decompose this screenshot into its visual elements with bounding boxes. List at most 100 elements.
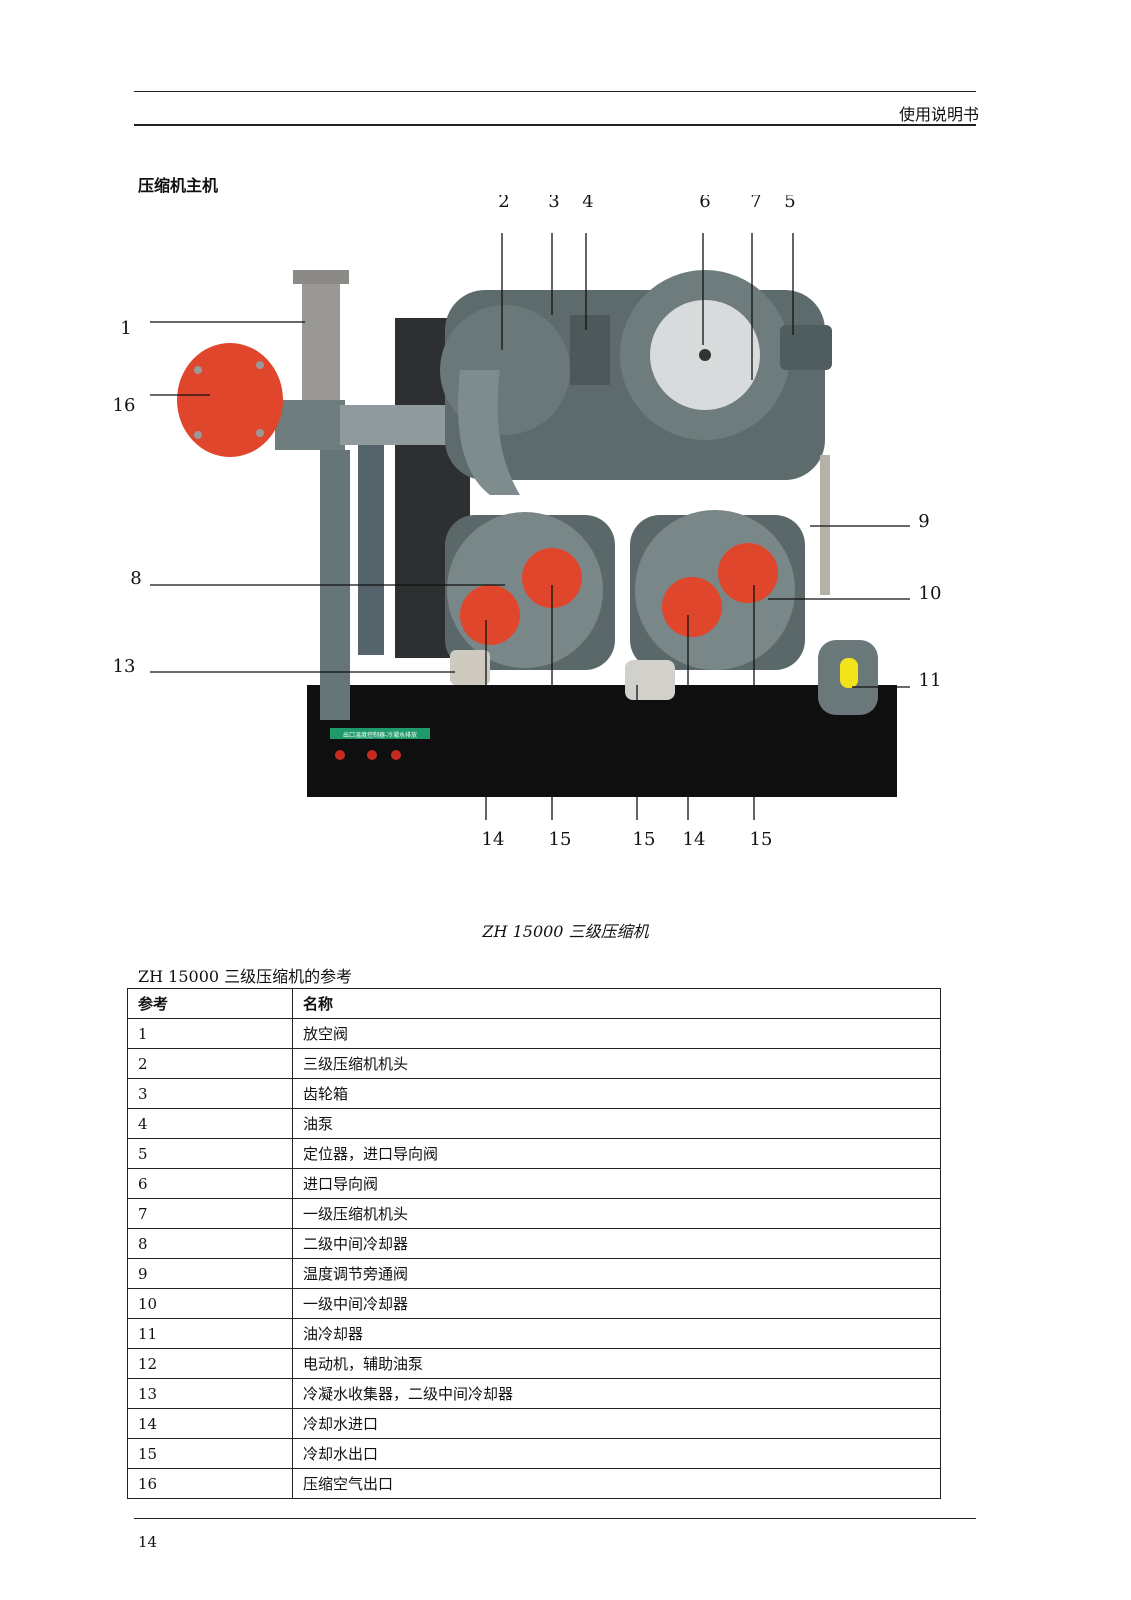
- name-cell: 冷却水进口: [292, 1408, 941, 1439]
- ref-cell: 7: [127, 1198, 293, 1229]
- bellows-pipe: [302, 284, 340, 404]
- callout-bottom: 15: [750, 829, 773, 850]
- header-rule-bottom: [134, 124, 976, 126]
- name-cell: 压缩空气出口: [292, 1468, 941, 1499]
- callout-bottom: 15: [549, 829, 572, 850]
- callout-bottom: 15: [633, 829, 656, 850]
- callout-top: 5: [784, 195, 795, 212]
- column-header-name: 名称: [292, 988, 941, 1019]
- top-flange: [293, 270, 349, 284]
- callout-left: 13: [113, 656, 136, 677]
- name-cell: 电动机，辅助油泵: [292, 1348, 941, 1379]
- ref-cell: 15: [127, 1438, 293, 1469]
- intercooler-cover: [460, 585, 520, 645]
- ref-cell: 13: [127, 1378, 293, 1409]
- panel-knob: [367, 750, 377, 760]
- ref-cell: 16: [127, 1468, 293, 1499]
- ref-cell: 12: [127, 1348, 293, 1379]
- flange-bolt: [194, 366, 202, 374]
- name-cell: 一级压缩机机头: [292, 1198, 941, 1229]
- name-cell: 冷凝水收集器，二级中间冷却器: [292, 1378, 941, 1409]
- table-caption: ZH 15000 三级压缩机的参考: [138, 967, 353, 986]
- figure-caption: ZH 15000 三级压缩机: [482, 922, 649, 941]
- positioner: [780, 325, 832, 370]
- callout-left: 1: [120, 318, 131, 339]
- ref-cell: 6: [127, 1168, 293, 1199]
- flange-bolt: [256, 429, 264, 437]
- ref-cell: 2: [127, 1048, 293, 1079]
- page-number: 14: [138, 1533, 158, 1551]
- name-cell: 油冷却器: [292, 1318, 941, 1349]
- callout-right: 9: [918, 511, 929, 532]
- ref-cell: 5: [127, 1138, 293, 1169]
- name-cell: 定位器，进口导向阀: [292, 1138, 941, 1169]
- support-leg: [358, 445, 384, 655]
- table-header-row: 参考 名称: [127, 988, 941, 1019]
- callout-left: 8: [130, 568, 141, 589]
- name-cell: 放空阀: [292, 1018, 941, 1049]
- oil-pump: [570, 315, 610, 385]
- ref-cell: 11: [127, 1318, 293, 1349]
- callout-top: 3: [548, 195, 559, 212]
- column-header-ref: 参考: [127, 988, 293, 1019]
- intercooler-cover: [662, 577, 722, 637]
- callout-bottom: 14: [482, 829, 505, 850]
- callout-right: 10: [919, 583, 942, 604]
- ref-cell: 8: [127, 1228, 293, 1259]
- ref-cell: 1: [127, 1018, 293, 1049]
- base-skid: [307, 685, 897, 797]
- compressor-figure: 出口温度控制器-冷凝水排放: [100, 191, 1000, 885]
- callout-top: 4: [582, 195, 593, 212]
- compressor-illustration: 出口温度控制器-冷凝水排放: [113, 191, 942, 850]
- name-cell: 一级中间冷却器: [292, 1288, 941, 1319]
- condensate-collector: [450, 650, 490, 685]
- callout-bottom: 14: [683, 829, 706, 850]
- oil-cooler-label: [840, 658, 858, 688]
- panel-knob: [335, 750, 345, 760]
- name-cell: 温度调节旁通阀: [292, 1258, 941, 1289]
- intercooler-pipe: [458, 370, 520, 495]
- aux-oil-pump: [625, 660, 675, 700]
- flange-bolt: [194, 431, 202, 439]
- header-title: 使用说明书: [898, 105, 979, 124]
- discharge-pipe: [340, 405, 450, 445]
- callout-top: 2: [498, 195, 509, 212]
- ref-cell: 4: [127, 1108, 293, 1139]
- ref-cell: 9: [127, 1258, 293, 1289]
- ref-cell: 10: [127, 1288, 293, 1319]
- vane-hub: [699, 349, 711, 361]
- callout-top: 6: [699, 195, 710, 212]
- name-cell: 三级压缩机机头: [292, 1048, 941, 1079]
- callout-top: 7: [750, 195, 761, 212]
- flange-adapter: [275, 400, 345, 450]
- section-title: 压缩机主机: [138, 176, 219, 195]
- control-panel-text: 出口温度控制器-冷凝水排放: [343, 731, 417, 739]
- callout-left: 16: [113, 395, 136, 416]
- name-cell: 冷却水出口: [292, 1438, 941, 1469]
- name-cell: 二级中间冷却器: [292, 1228, 941, 1259]
- name-cell: 进口导向阀: [292, 1168, 941, 1199]
- ref-cell: 14: [127, 1408, 293, 1439]
- ref-cell: 3: [127, 1078, 293, 1109]
- callout-right: 11: [919, 670, 942, 691]
- header-rule-top: [134, 91, 976, 92]
- intercooler-cover: [522, 548, 582, 608]
- bypass-pipe: [820, 455, 830, 595]
- outlet-blind-flange: [177, 343, 283, 457]
